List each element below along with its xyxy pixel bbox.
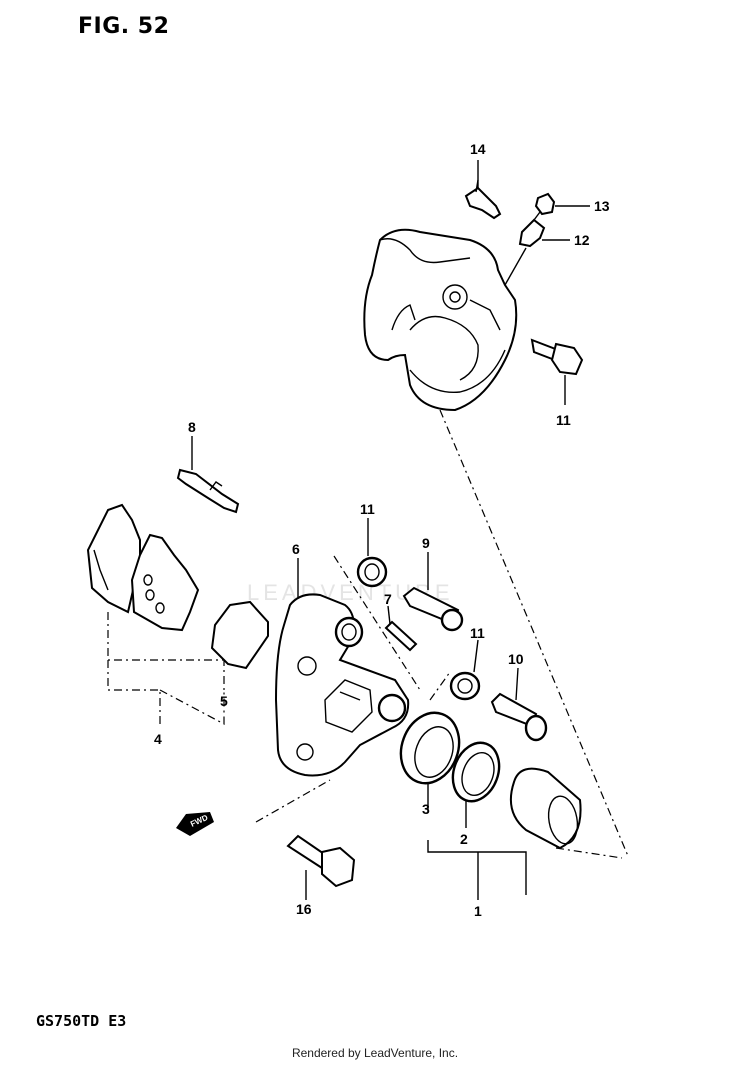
callout-13: 12 xyxy=(574,232,590,248)
bolt-part-12 xyxy=(530,338,584,376)
callout-2: 2 xyxy=(460,831,468,847)
shim-part-5 xyxy=(210,600,269,670)
callout-1: 1 xyxy=(474,903,482,919)
callout-8: 8 xyxy=(188,419,196,435)
pin-part-7 xyxy=(384,620,418,652)
boot-part-11-upper xyxy=(356,556,388,588)
callout-4: 4 xyxy=(154,731,162,747)
boot-part-11-lower xyxy=(449,671,481,701)
pad-spring-part-15 xyxy=(464,179,502,220)
caliper-assembly xyxy=(363,228,518,412)
callout-14: 13 xyxy=(594,198,610,214)
brake-pads-part-4 xyxy=(86,503,200,632)
callout-3: 3 xyxy=(422,801,430,817)
callout-11-lower: 11 xyxy=(470,625,485,641)
bolt-part-16 xyxy=(286,834,356,888)
bleeder-cap-part-14 xyxy=(534,192,556,216)
fwd-direction-arrow: FWD xyxy=(176,812,214,836)
bleeder-valve-part-13 xyxy=(518,211,546,248)
callout-10: 10 xyxy=(508,651,524,667)
figure-title: FIG. 52 xyxy=(78,14,170,39)
callout-6: 6 xyxy=(292,541,300,557)
pad-spring-part-8 xyxy=(176,468,240,514)
callout-15: 14 xyxy=(470,141,486,157)
callout-12: 11 xyxy=(556,412,571,428)
callout-labels: 14 13 12 11 8 11 9 6 7 11 10 5 4 3 2 1 1… xyxy=(154,141,610,919)
callout-5: 5 xyxy=(220,693,228,709)
callout-16: 16 xyxy=(296,901,312,917)
callout-9: 9 xyxy=(422,535,430,551)
leader-lines xyxy=(107,160,629,900)
piston-part-1 xyxy=(510,767,582,850)
caliper-bracket-part-6 xyxy=(274,593,410,777)
slide-pin-part-9 xyxy=(402,586,464,632)
slide-pin-part-10 xyxy=(490,692,548,742)
dust-seal-part-3 xyxy=(399,711,461,785)
render-credit: Rendered by LeadVenture, Inc. xyxy=(291,1046,459,1060)
model-code: GS750TD E3 xyxy=(36,1012,127,1030)
callout-7: 7 xyxy=(384,591,392,607)
callout-11-upper: 11 xyxy=(360,501,375,517)
